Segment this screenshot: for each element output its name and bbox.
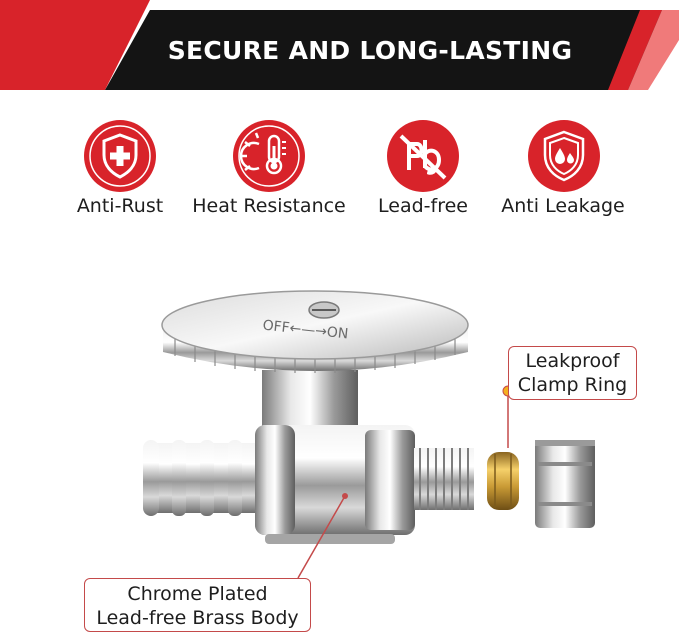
feature-anti-leakage: Anti Leakage [490, 120, 636, 230]
callout-brass-body: Chrome Plated Lead-free Brass Body [84, 578, 311, 632]
feature-lead-free: Lead-free [364, 120, 482, 230]
callout-line: Clamp Ring [517, 374, 628, 396]
valve-illustration: OFF←—→ON [143, 290, 595, 579]
shield-water-drops-icon [528, 120, 600, 192]
pex-barb-inlet [143, 440, 265, 516]
valve-handle: OFF←—→ON [161, 290, 469, 373]
feature-label: Anti Leakage [501, 195, 625, 217]
callout-line: Chrome Plated [127, 583, 268, 605]
no-lead-pb-icon [387, 120, 459, 192]
feature-label: Heat Resistance [192, 195, 346, 217]
valve-body [255, 425, 415, 544]
banner-dark-band [105, 10, 679, 90]
banner-background [0, 0, 679, 90]
shield-plus-icon [84, 120, 156, 192]
threaded-outlet [414, 448, 474, 510]
callout-line: Lead-free Brass Body [96, 607, 299, 629]
header-banner: SECURE AND LONG-LASTING [0, 0, 679, 100]
callout-pointer-body [297, 493, 348, 579]
feature-anti-rust: Anti-Rust [58, 120, 182, 230]
feature-label: Anti-Rust [76, 195, 164, 217]
callout-line: Leakproof [525, 350, 620, 372]
thermometer-sun-icon [233, 120, 305, 192]
banner-left-red [0, 0, 150, 90]
banner-title: SECURE AND LONG-LASTING [167, 35, 573, 65]
banner-right-red-stripe [608, 10, 662, 90]
banner-right-light-stripe [628, 10, 679, 90]
callout-leakproof-clamp-ring: Leakproof Clamp Ring [508, 346, 637, 400]
feature-heat-resistance: Heat Resistance [183, 120, 355, 230]
feature-label: Lead-free [378, 195, 468, 217]
valve-product-image: OFF←—→ON [0, 255, 679, 640]
compression-nut [535, 440, 595, 528]
brass-clamp-ring [487, 452, 519, 510]
